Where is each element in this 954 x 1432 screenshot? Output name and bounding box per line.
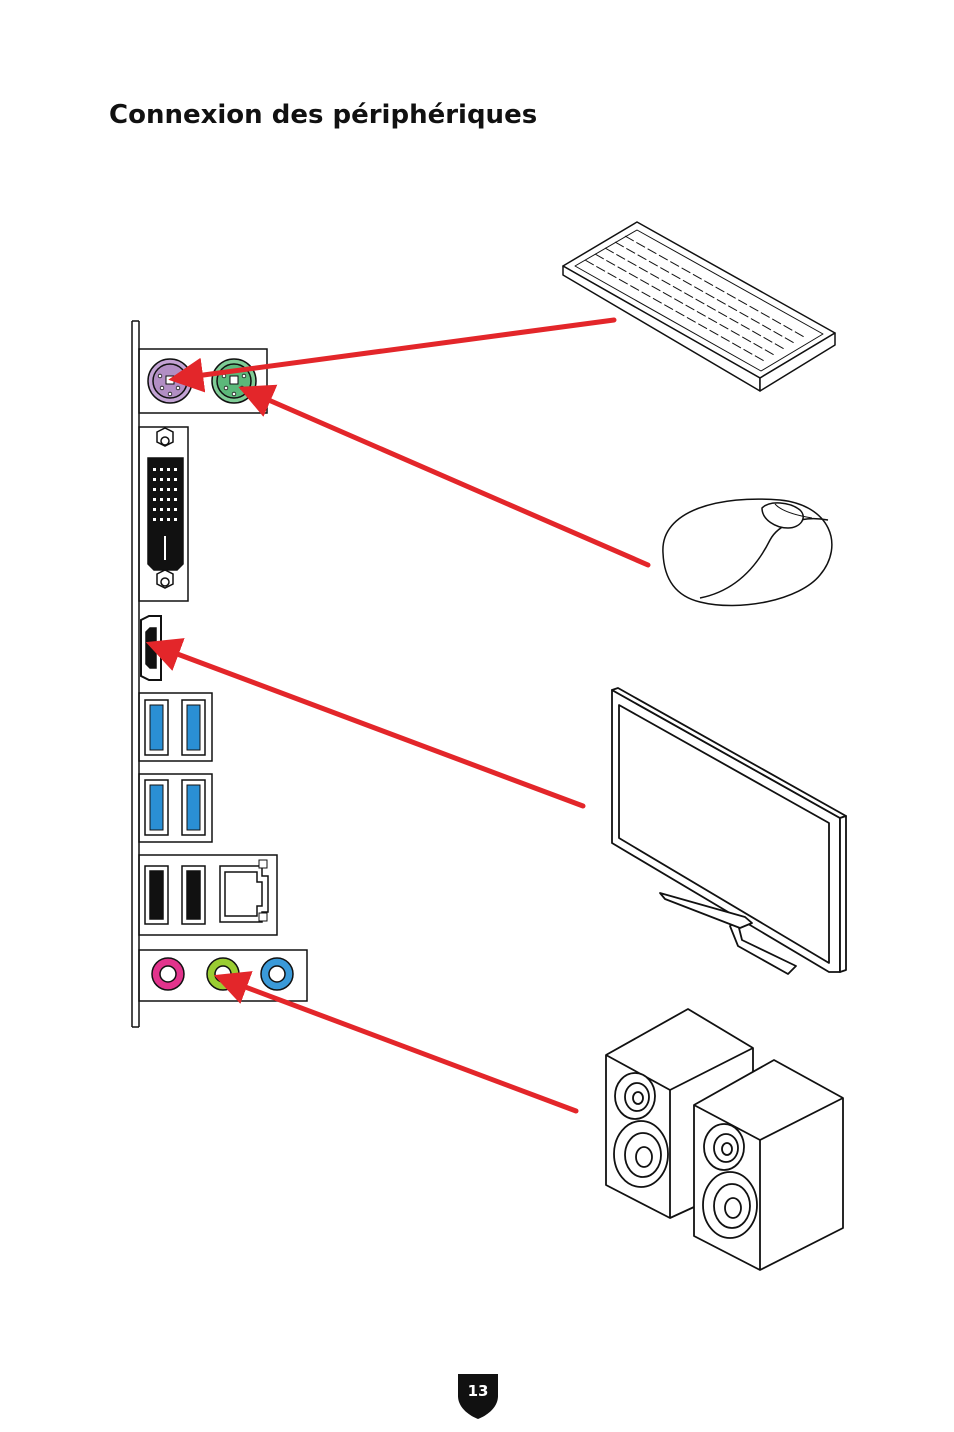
usb3-port-1 — [145, 700, 168, 755]
mouse-arrow — [264, 398, 648, 565]
mouse-illustration — [663, 499, 832, 605]
speaker-right — [694, 1060, 843, 1270]
lan-port — [220, 860, 268, 922]
monitor-arrow — [172, 652, 583, 806]
io-panel — [132, 321, 307, 1027]
speaker-arrow — [240, 985, 576, 1111]
ps2-mouse-port — [212, 359, 256, 403]
speakers-illustration — [606, 1009, 843, 1270]
keyboard-arrow — [196, 320, 614, 376]
monitor-illustration — [612, 688, 846, 974]
usb3-port-3 — [145, 780, 168, 835]
audio-mic-in-port — [152, 958, 184, 990]
usb2-port-2 — [182, 866, 205, 924]
usb3-port-4 — [182, 780, 205, 835]
ps2-keyboard-port — [148, 359, 192, 403]
keyboard-illustration — [563, 222, 835, 391]
page-number: 13 — [456, 1382, 500, 1400]
audio-line-out-port — [207, 958, 239, 990]
hdmi-port — [141, 616, 161, 680]
connection-arrows — [172, 320, 648, 1111]
usb2-port-1 — [145, 866, 168, 924]
usb3-port-2 — [182, 700, 205, 755]
dvi-port — [148, 428, 183, 588]
audio-line-in-port — [261, 958, 293, 990]
